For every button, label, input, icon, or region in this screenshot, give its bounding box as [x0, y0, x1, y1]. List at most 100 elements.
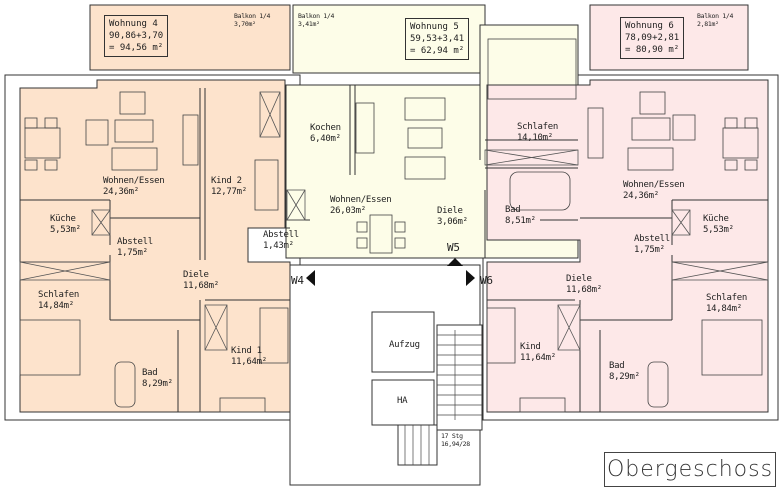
room-area: 1,43m²: [263, 241, 294, 251]
entry-arrow-w6: [466, 270, 475, 286]
room-name: Bad: [505, 205, 521, 215]
room-name: Kind: [520, 342, 541, 352]
room-area: 3,06m²: [437, 217, 468, 227]
room-area: 26,03m²: [330, 206, 366, 216]
ha-label: HA: [397, 396, 408, 406]
balcony-label-text: Balkon 1/4: [697, 12, 734, 20]
stairwell: [371, 311, 483, 466]
apartment-w6-floor: [486, 79, 769, 413]
room-area: 24,36m²: [103, 187, 139, 197]
room-area: 11,68m²: [183, 281, 219, 291]
room-area: 1,75m²: [634, 245, 665, 255]
entry-label-w5: W5: [447, 241, 460, 254]
room-area: 1,75m²: [117, 248, 148, 258]
room-name: Schlafen: [517, 122, 558, 132]
room-area: 12,77m²: [211, 187, 247, 197]
room-name: Kochen: [310, 123, 341, 133]
apartment-area-calc: 78,09+2,81: [625, 33, 680, 43]
entry-label-w6: W6: [480, 274, 493, 287]
room-name: Kind 2: [211, 176, 242, 186]
room-name: Diele: [183, 270, 209, 280]
apartment-area-total: = 94,56 m²: [109, 43, 164, 53]
room-name: Diele: [437, 206, 463, 216]
balcony-label-text: Balkon 1/4: [234, 12, 271, 20]
apartment-area-total: = 62,94 m²: [410, 46, 465, 56]
room-area: 5,53m²: [703, 225, 734, 235]
room-area: 14,10m²: [517, 133, 553, 143]
room-area: 14,84m²: [38, 301, 74, 311]
wardrobes: [19, 91, 769, 351]
balcony-area-text: 2,81m²: [697, 20, 719, 28]
room-name: Diele: [566, 274, 592, 284]
room-name: Bad: [142, 368, 158, 378]
interior-walls-w5: [286, 25, 578, 258]
entry-arrow-w5: [447, 258, 463, 266]
room-area: 8,29m²: [609, 372, 640, 382]
balcony-area-text: 3,41m²: [298, 20, 320, 28]
stairs-count: 17 Stg: [441, 432, 463, 440]
room-name: Schlafen: [38, 290, 79, 300]
room-area: 6,40m²: [310, 134, 341, 144]
room-name: Wohnen/Essen: [330, 195, 392, 205]
apartment-name: Wohnung 5: [410, 22, 459, 32]
room-area: 8,29m²: [142, 379, 173, 389]
entry-label-w4: W4: [291, 274, 304, 287]
apartment-name: Wohnung 4: [109, 19, 158, 29]
room-name: Wohnen/Essen: [103, 176, 165, 186]
room-area: 11,68m²: [566, 285, 602, 295]
apartment-area-total: = 80,90 m²: [625, 45, 680, 55]
furniture: [19, 38, 763, 413]
stairs-dimensions: 16,94/28: [441, 440, 470, 448]
room-area: 11,64m²: [520, 353, 556, 363]
apartment-name: Wohnung 6: [625, 21, 674, 31]
balcony-area-text: 3,70m²: [234, 20, 256, 28]
room-area: 24,36m²: [623, 191, 659, 201]
room-area: 11,64m²: [231, 357, 267, 367]
room-name: Kind 1: [231, 346, 262, 356]
apartment-info-w5: Wohnung 5 59,53+3,41 = 62,94 m²: [405, 18, 470, 60]
room-area: 14,84m²: [706, 304, 742, 314]
room-name: Schlafen: [706, 293, 747, 303]
room-name: Wohnen/Essen: [623, 180, 685, 190]
room-area: 8,51m²: [505, 216, 536, 226]
apartment-area-calc: 59,53+3,41: [410, 34, 465, 44]
room-name: Bad: [609, 361, 625, 371]
room-name: Küche: [50, 214, 76, 224]
room-name: Abstell: [117, 237, 153, 247]
room-name: Abstell: [634, 234, 670, 244]
room-name: Küche: [703, 214, 729, 224]
room-area: 5,53m²: [50, 225, 81, 235]
elevator-label: Aufzug: [389, 340, 420, 350]
balcony-label-text: Balkon 1/4: [298, 12, 335, 20]
apartment-info-w6: Wohnung 6 78,09+2,81 = 80,90 m²: [620, 17, 685, 59]
entry-arrow-w4: [306, 270, 315, 286]
apartment-info-w4: Wohnung 4 90,86+3,70 = 94,56 m²: [104, 15, 169, 57]
floor-title: Obergeschoss: [604, 452, 776, 487]
apartment-area-calc: 90,86+3,70: [109, 31, 164, 41]
